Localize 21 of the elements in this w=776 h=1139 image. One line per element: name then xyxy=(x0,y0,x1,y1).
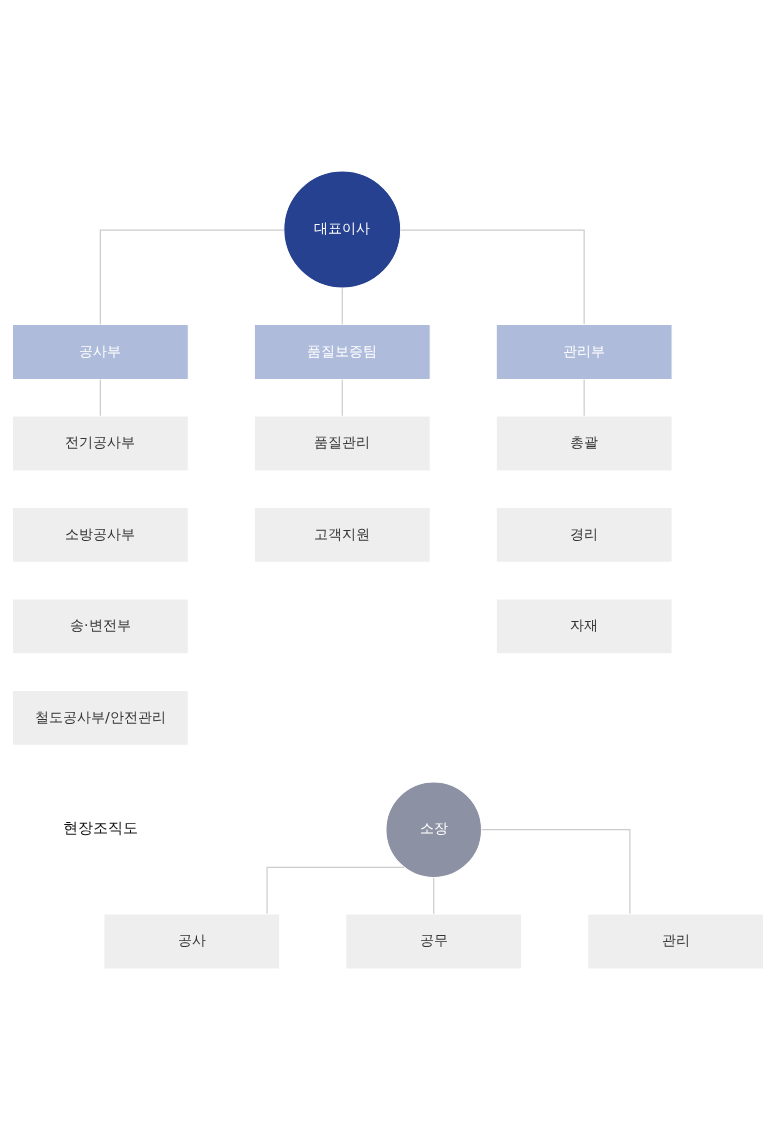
connector xyxy=(341,378,343,416)
node-box: 품질보증팀 xyxy=(253,323,431,380)
node-box: 공사 xyxy=(103,913,281,969)
connector xyxy=(583,378,585,416)
node-box: 공무 xyxy=(345,913,523,969)
connector xyxy=(99,228,285,325)
label: 현장조직도 xyxy=(62,818,138,837)
connector xyxy=(341,287,343,325)
connector xyxy=(400,228,585,325)
node-box: 관리 xyxy=(587,913,765,969)
connector xyxy=(99,378,101,416)
node-box: 관리부 xyxy=(495,323,673,380)
connector xyxy=(481,828,631,914)
node-circle: 대표이사 xyxy=(283,170,402,288)
node-circle: 소장 xyxy=(385,780,482,878)
connector xyxy=(433,876,435,914)
connector xyxy=(266,866,405,914)
node-box: 품질관리 xyxy=(253,415,431,471)
node-box: 전기공사부 xyxy=(11,415,189,471)
node-box: 공사부 xyxy=(11,323,189,380)
node-box: 총괄 xyxy=(495,415,673,471)
